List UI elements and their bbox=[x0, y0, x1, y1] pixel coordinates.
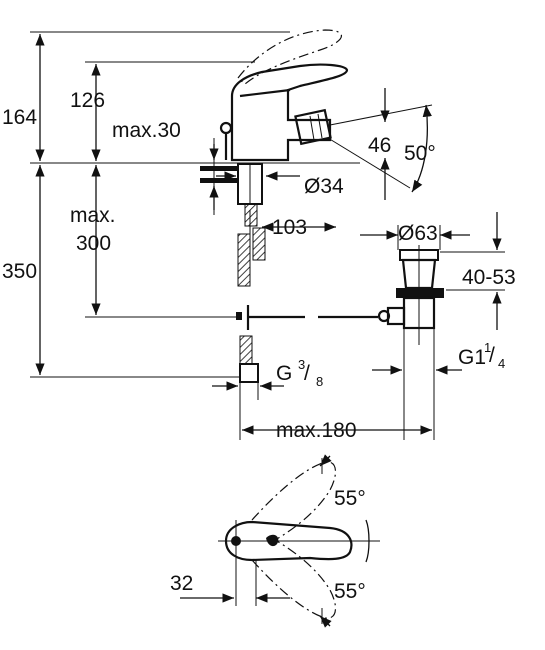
waste-pivot bbox=[377, 309, 391, 323]
spray-head-rib bbox=[309, 115, 315, 141]
dim-max30-text: max.30 bbox=[112, 119, 181, 142]
waste-side-port bbox=[386, 306, 406, 326]
hose-upper bbox=[244, 203, 258, 227]
lever-raised-outline bbox=[237, 29, 343, 85]
top-view bbox=[180, 454, 380, 628]
lever-grip-mark bbox=[266, 534, 279, 547]
waste-thread-slash: / bbox=[489, 344, 495, 367]
lever-rotated-down-outline bbox=[251, 539, 336, 619]
lever-pivot bbox=[231, 536, 241, 546]
dim-46-text: 46 bbox=[368, 134, 391, 157]
angle-bottom-text: 55° bbox=[334, 580, 366, 603]
lever-joint-line bbox=[239, 88, 291, 98]
waste-nut bbox=[396, 288, 444, 298]
lever-rotated-up-outline bbox=[251, 461, 336, 541]
spout-axis-line bbox=[327, 137, 411, 189]
dim-350-text: 350 bbox=[2, 260, 37, 283]
waste-thread-den: 4 bbox=[498, 356, 505, 371]
supply-thread-text: G bbox=[276, 362, 292, 385]
dim-dia34-text: Ø34 bbox=[304, 175, 344, 198]
dim-126-text: 126 bbox=[70, 89, 105, 112]
angle-top-text: 55° bbox=[334, 487, 366, 510]
supply-thread-den: 8 bbox=[316, 374, 323, 389]
spray-head bbox=[294, 108, 332, 146]
angle-top-arrow bbox=[319, 454, 332, 467]
angle-50-text: 50° bbox=[404, 142, 436, 165]
dim-180-text: max.180 bbox=[276, 419, 357, 442]
waste-thread-text: G1 bbox=[458, 346, 486, 369]
hose-left bbox=[237, 233, 251, 287]
dim-103-text: 103 bbox=[272, 216, 307, 239]
waste-thread-num: 1 bbox=[484, 340, 491, 355]
supply-thread-num: 3 bbox=[298, 357, 305, 372]
angle-arc bbox=[365, 519, 370, 563]
angle-bottom-arrow bbox=[319, 615, 332, 628]
hose-right bbox=[252, 227, 266, 261]
angle-50-arc bbox=[411, 104, 432, 193]
side-view bbox=[30, 29, 505, 440]
dim-32-text: 32 bbox=[170, 572, 193, 595]
mixer-body bbox=[230, 63, 349, 162]
spray-head-rib bbox=[317, 113, 323, 139]
dim-164-text: 164 bbox=[2, 106, 37, 129]
rod-clip bbox=[236, 312, 242, 320]
lever-handle bbox=[224, 520, 353, 562]
dim-dia63-text: Ø63 bbox=[398, 222, 438, 245]
popup-knob bbox=[219, 121, 233, 135]
supply-nut bbox=[239, 363, 259, 383]
dim-300-text: 300 bbox=[76, 232, 111, 255]
dim-range-text: 40-53 bbox=[462, 266, 516, 289]
hose-lower bbox=[239, 335, 253, 367]
supply-thread-slash: / bbox=[304, 362, 310, 385]
deck-plate-top bbox=[200, 166, 260, 171]
dim-max-label-text: max. bbox=[70, 204, 116, 227]
spout-face-line bbox=[329, 104, 433, 126]
